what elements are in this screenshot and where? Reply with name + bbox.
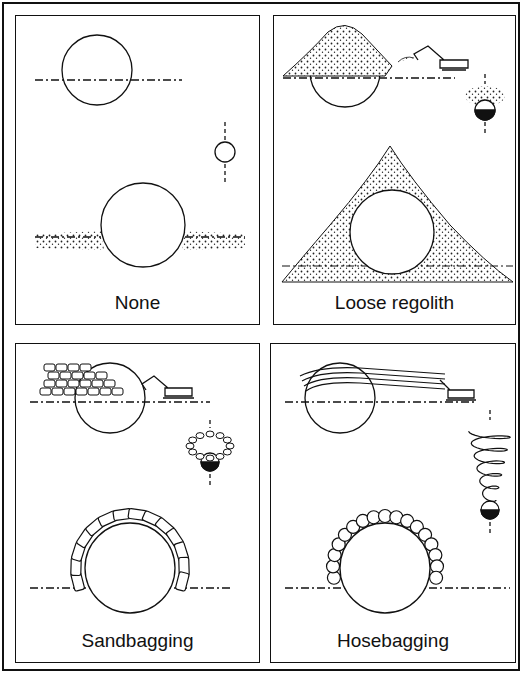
ground-line (30, 401, 210, 402)
sandbag (206, 431, 214, 437)
axis-line (489, 410, 490, 535)
excavator (414, 46, 468, 70)
sandbag (56, 364, 67, 371)
sandbag (68, 364, 79, 371)
sandbag (189, 437, 197, 443)
axis-line (224, 122, 225, 182)
panel-label: None (112, 292, 163, 314)
sandbagging-illustration (30, 363, 234, 613)
regolith-ground (182, 231, 245, 250)
sandbag (96, 372, 107, 379)
hose-section (430, 571, 443, 584)
habitat-section (350, 190, 434, 274)
panel-box: None (15, 15, 260, 325)
regolith-spill (398, 57, 414, 62)
sandbag (80, 364, 91, 371)
excavator (142, 376, 194, 398)
sandbag (223, 449, 231, 455)
sandbag (186, 443, 194, 449)
sandbag (64, 388, 75, 395)
sandbag (84, 372, 95, 379)
sandbag (44, 364, 55, 371)
sandbag (196, 453, 204, 459)
shield-symbol (215, 142, 235, 162)
outer-frame (3, 3, 519, 670)
sandbag (60, 372, 71, 379)
sandbag (112, 388, 123, 395)
sandbag (40, 388, 51, 395)
shield-symbol (481, 510, 499, 519)
panel-box: Loose regolith (273, 15, 516, 325)
ground-line (283, 77, 455, 78)
sandbag (216, 453, 224, 459)
sandbag (223, 437, 231, 443)
sandbag (226, 443, 234, 449)
regolith-ground (35, 231, 104, 250)
panel-box: Hosebagging (270, 343, 516, 663)
panel-label: Sandbagging (79, 630, 197, 652)
sandbag (52, 388, 63, 395)
panel-label: Hosebagging (334, 630, 452, 652)
sandbag (196, 433, 204, 439)
sandbag (92, 380, 103, 387)
hose-machine (440, 380, 476, 400)
sandbag (56, 380, 67, 387)
axis-line (209, 420, 210, 488)
sandbag (68, 380, 79, 387)
sandbag (100, 388, 111, 395)
sandbag (88, 388, 99, 395)
shield-symbol (475, 100, 495, 120)
shield-symbol (475, 110, 495, 120)
sandbag (104, 380, 115, 387)
sandbag (216, 433, 224, 439)
hose-coil (469, 431, 511, 501)
habitat-section (340, 523, 430, 613)
shield-symbol (481, 501, 499, 519)
sandbag (175, 571, 189, 591)
panel-box: Sandbagging (15, 343, 260, 663)
panel-label: Loose regolith (332, 292, 457, 314)
hose (306, 383, 445, 391)
sandbag (44, 380, 55, 387)
sandbag (48, 372, 59, 379)
shield-symbol (201, 462, 219, 471)
regolith-pile (283, 25, 392, 76)
sandbag (72, 372, 83, 379)
hosebagging-illustration (285, 363, 510, 613)
sandbag (206, 455, 214, 461)
axis-line (484, 74, 485, 135)
habitat-section (85, 523, 175, 613)
sandbag (76, 388, 87, 395)
habitat-section (101, 183, 185, 267)
habitat-plan (75, 363, 145, 433)
sandbag (80, 380, 91, 387)
none-illustration (35, 35, 245, 267)
habitat-plan (62, 35, 132, 105)
ground-line (285, 401, 475, 402)
loose-regolith-illustration (282, 25, 513, 282)
ground-line (35, 79, 182, 80)
sandbag (189, 449, 197, 455)
regolith-mound (282, 146, 513, 282)
